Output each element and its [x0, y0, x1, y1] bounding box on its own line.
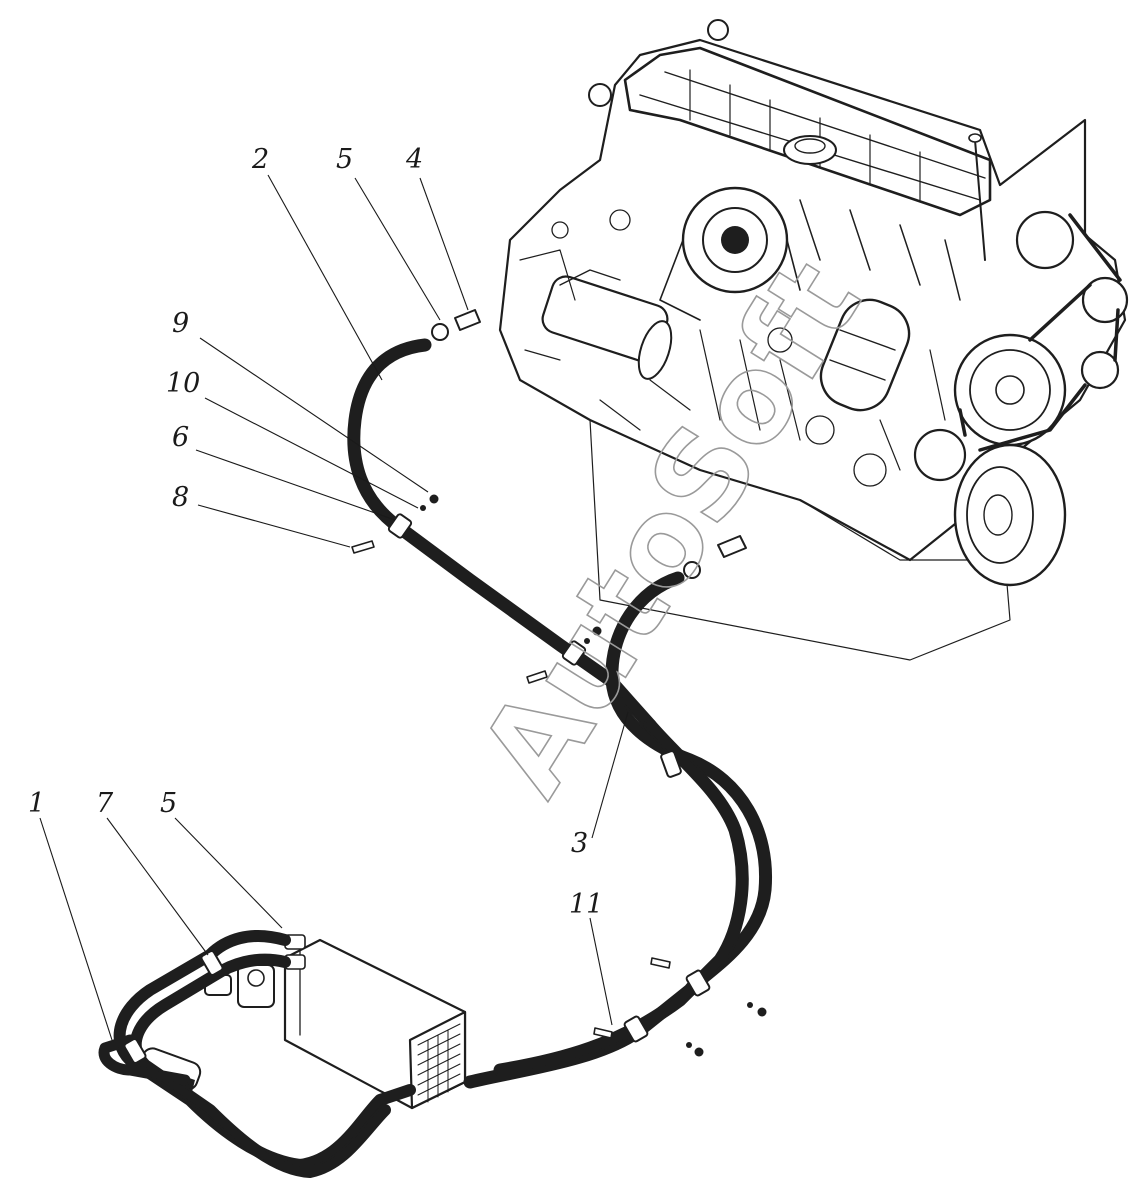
- callout-1: 1: [28, 788, 45, 819]
- callout-9: 9: [172, 308, 189, 339]
- leader-lines: [39, 174, 629, 1041]
- hose-clamps: [123, 513, 711, 1064]
- callout-6: 6: [172, 422, 189, 453]
- callout-10: 10: [166, 368, 200, 399]
- callout-11: 11: [569, 889, 603, 920]
- callout-3: 3: [571, 828, 588, 859]
- callout-2-top: 2: [251, 144, 269, 175]
- callout-5-top: 5: [336, 144, 353, 175]
- callout-4: 4: [405, 144, 423, 175]
- callout-labels: 2 5 4 9 10 6 8 1 7 5 3 11: [28, 144, 603, 920]
- hose-3-assembly: [463, 571, 773, 1089]
- fasteners: [351, 494, 767, 1057]
- callout-8: 8: [172, 482, 189, 513]
- callout-7: 7: [96, 788, 114, 819]
- callout-5-bottom: 5: [160, 788, 177, 819]
- engine-illustration: [431, 19, 1129, 661]
